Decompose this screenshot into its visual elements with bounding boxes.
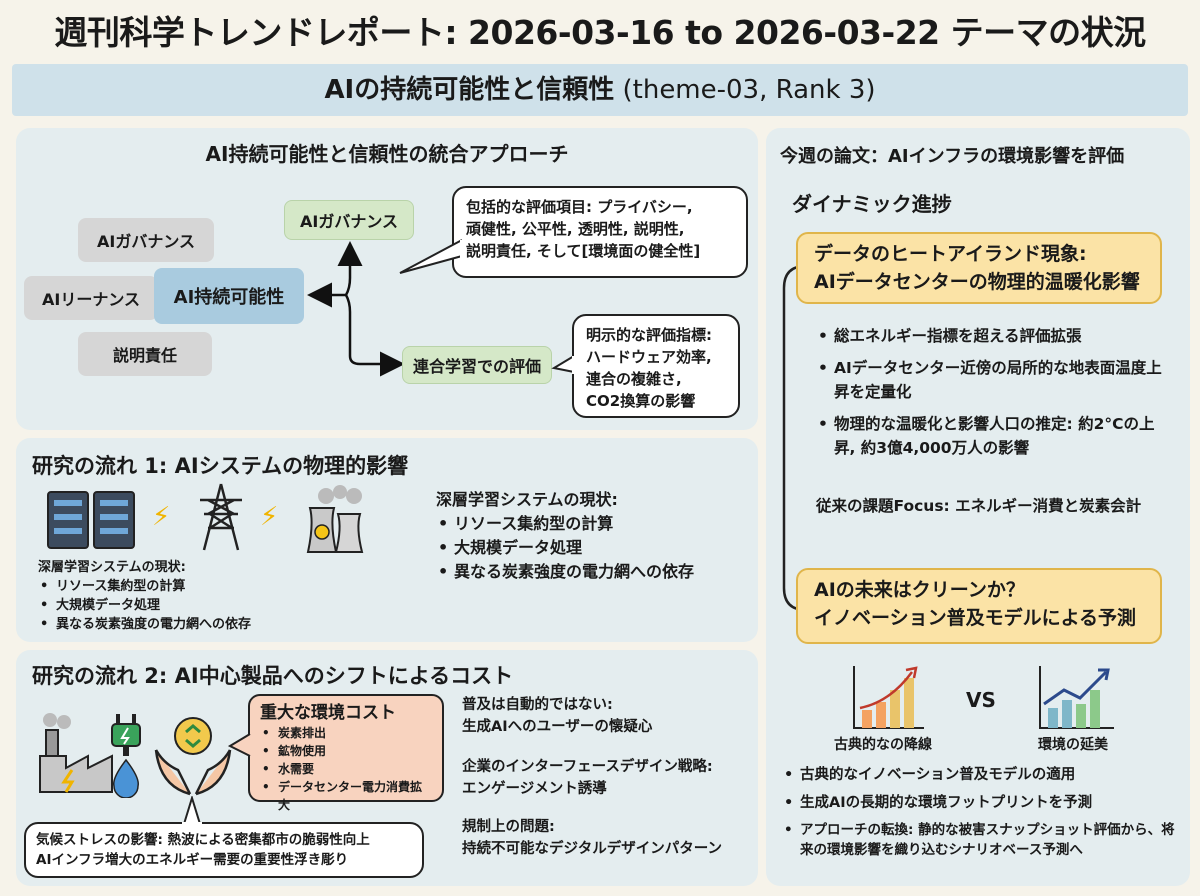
- banner-main: AIの持続可能性と信頼性: [324, 75, 615, 105]
- bar-chart-up-icon: [853, 666, 924, 729]
- list-item: 生成AIの長期的な環境フットプリントを予測: [782, 792, 1184, 814]
- node-lineance: AIリーナンス: [24, 276, 158, 320]
- bubble-evaluation-metrics: 明示的な評価指標: ハードウェア効率, 連合の複雑さ, CO2換算の影響: [572, 314, 740, 418]
- list-item: リソース集約型の計算: [38, 577, 251, 596]
- flow1-title: 研究の流れ 1: AIシステムの物理的影響: [32, 454, 409, 478]
- approach-arrows: [307, 241, 405, 377]
- plug-icon: [111, 714, 141, 756]
- flow2-right-block-1: 普及は自動的ではない: 生成AIへのユーザーの懐疑心: [462, 697, 653, 735]
- vs-label: VS: [966, 688, 996, 712]
- environmental-cost-box: 重大な環境コスト 炭素排出 鉱物使用 水需要 データセンター電力消費拡大: [248, 694, 444, 812]
- paper-title: 今週の論文：AIインフラの環境影響を評価: [780, 146, 1125, 167]
- lightning-icon-2: ⚡: [260, 502, 279, 532]
- list-item: 水需要: [260, 760, 432, 778]
- bubble-tails: [399, 239, 578, 374]
- list-item: 異なる炭素強度の電力網への依存: [38, 615, 251, 634]
- power-tower-icon: [200, 483, 242, 551]
- flow2-right-block-3: 規制上の問題: 持続不可能なデジタルデザインパターン: [462, 819, 722, 857]
- list-item: リソース集約型の計算: [436, 512, 694, 536]
- chart-right-label: 環境の延美: [1038, 737, 1108, 753]
- trend-chart-icon: [1039, 666, 1114, 729]
- nuclear-plant-icon: [306, 485, 364, 553]
- flow1-right-heading: 深層学習システムの現状:: [436, 490, 618, 509]
- flow2-right-block-2: 企業のインターフェースデザイン戦略: エンゲージメント誘導: [462, 759, 713, 797]
- hands-recycle-icon: [154, 717, 232, 796]
- clean-future-box: AIの未来はクリーンか？ イノベーション普及モデルによる予測: [796, 568, 1162, 644]
- heat-island-box: データのヒートアイランド現象: AIデータセンターの物理的温暖化影響: [796, 232, 1162, 304]
- chart-left-label: 古典的なの降線: [834, 737, 932, 753]
- list-item: AIデータセンター近傍の局所的な地表面温度上昇を定量化: [816, 356, 1172, 404]
- heat-island-list: 総エネルギー指標を超える評価拡張 AIデータセンター近傍の局所的な地表面温度上昇…: [816, 324, 1172, 460]
- server-rack-icon: [47, 491, 135, 549]
- page-title: 週刊科学トレンドレポート: 2026-03-16 to 2026-03-22 テ…: [54, 13, 1146, 52]
- factory-icon: [39, 713, 113, 793]
- climate-stress-bubble: 気候ストレスの影響: 熱波による密集都市の脆弱性向上 AIインフラ増大のエネルギ…: [24, 822, 424, 878]
- flow2-panel: 研究の流れ 2: AI中心製品へのシフトによるコスト 重大な環境コスト 炭素排出…: [16, 650, 758, 886]
- flow1-left-list: リソース集約型の計算 大規模データ処理 異なる炭素強度の電力網への依存: [38, 577, 251, 634]
- node-accountability: 説明責任: [78, 332, 212, 376]
- list-item: 物理的な温暖化と影響人口の推定: 約2°Cの上昇, 約3億4,000万人の影響: [816, 412, 1172, 460]
- paper-panel: 今週の論文：AIインフラの環境影響を評価 ダイナミック進捗 データのヒートアイラ…: [766, 128, 1190, 886]
- list-item: 大規模データ処理: [436, 536, 694, 560]
- flow1-panel: 研究の流れ 1: AIシステムの物理的影響 ⚡ ⚡ 深層学習システムの現状: リ…: [16, 438, 758, 642]
- approach-title: AI持続可能性と信頼性の統合アプローチ: [205, 142, 569, 166]
- timeline-bracket: [782, 264, 807, 612]
- focus-text: 従来の課題Focus: エネルギー消費と炭素会計: [816, 497, 1142, 515]
- list-item: 炭素排出: [260, 724, 432, 742]
- list-item: 異なる炭素強度の電力網への依存: [436, 560, 694, 584]
- node-governance: AIガバナンス: [78, 218, 214, 262]
- flow1-left-heading: 深層学習システムの現状:: [38, 560, 186, 575]
- paper-subtitle: ダイナミック進捗: [792, 192, 952, 216]
- list-item: アプローチの転換: 静的な被害スナップショット評価から、将来の環境影響を織り込む…: [782, 820, 1184, 860]
- climate-bubble-tail: [182, 796, 202, 826]
- node-center: AI持続可能性: [154, 268, 304, 324]
- banner-sub: (theme-03, Rank 3): [614, 75, 876, 105]
- list-item: データセンター電力消費拡大: [260, 778, 432, 814]
- list-item: 鉱物使用: [260, 742, 432, 760]
- cost-box-tail: [228, 733, 251, 757]
- water-drop-icon: [113, 758, 139, 798]
- forecast-list: 古典的なイノベーション普及モデルの適用 生成AIの長期的な環境フットプリントを予…: [782, 764, 1184, 860]
- cost-list: 炭素排出 鉱物使用 水需要 データセンター電力消費拡大: [260, 724, 432, 814]
- flow2-title: 研究の流れ 2: AI中心製品へのシフトによるコスト: [32, 664, 514, 688]
- approach-panel: AI持続可能性と信頼性の統合アプローチ AIガバナンス AIリーナンス 説明責任…: [16, 128, 758, 430]
- bubble-evaluation-items: 包括的な評価項目: プライバシー, 頑健性, 公平性, 透明性, 説明性, 説明…: [452, 186, 748, 278]
- list-item: 総エネルギー指標を超える評価拡張: [816, 324, 1172, 348]
- branch-governance: AIガバナンス: [284, 200, 414, 240]
- cost-heading: 重大な環境コスト: [260, 703, 396, 723]
- flow1-right-list: リソース集約型の計算 大規模データ処理 異なる炭素強度の電力網への依存: [436, 512, 694, 584]
- theme-banner: AIの持続可能性と信頼性 (theme-03, Rank 3): [12, 64, 1188, 116]
- list-item: 古典的なイノベーション普及モデルの適用: [782, 764, 1184, 786]
- branch-federated: 連合学習での評価: [402, 346, 552, 384]
- lightning-icon: ⚡: [152, 502, 171, 532]
- list-item: 大規模データ処理: [38, 596, 251, 615]
